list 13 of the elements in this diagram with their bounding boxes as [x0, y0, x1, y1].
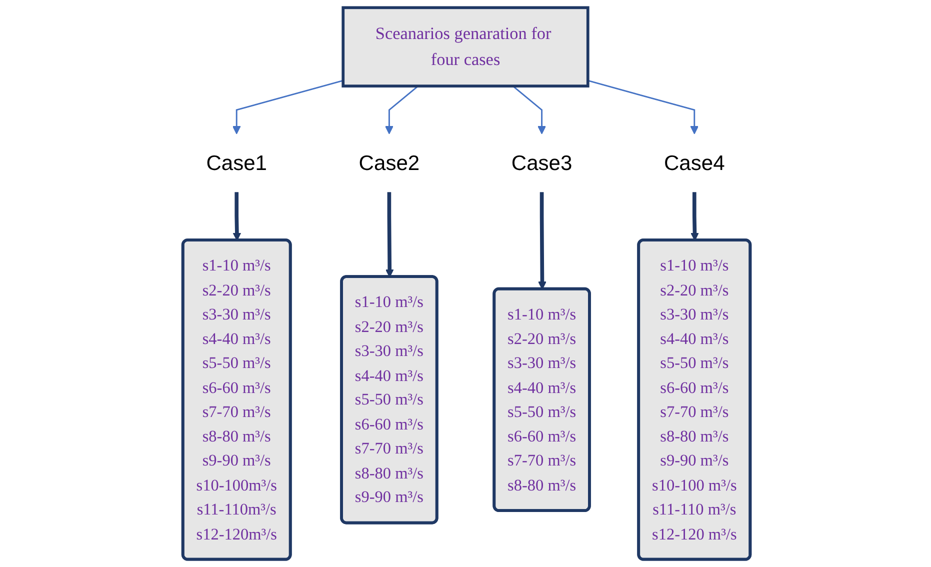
arrow: [232, 192, 242, 241]
arrow: [385, 192, 394, 278]
arrow: [385, 86, 419, 134]
node-text: Case1: [206, 151, 268, 175]
arrow: [538, 192, 546, 290]
node-text: Case4: [664, 151, 725, 175]
arrow: [512, 86, 546, 134]
arrow: [232, 80, 344, 134]
node-text: Case2: [358, 151, 420, 175]
arrow: [690, 192, 699, 241]
node-text: Case3: [511, 151, 572, 175]
arrow: [588, 80, 699, 134]
node-box: Sceanarios genaration for four cases: [342, 6, 590, 88]
